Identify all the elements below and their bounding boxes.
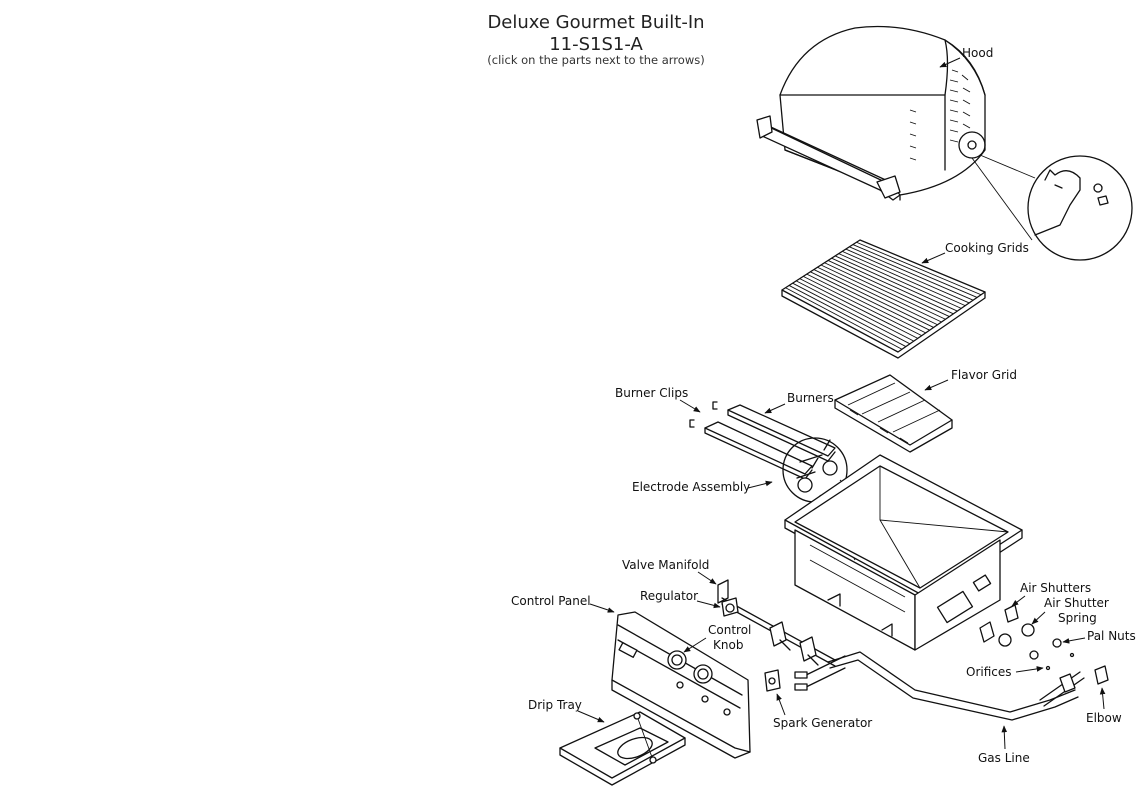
grid-bar — [820, 264, 942, 323]
cooking-grids-drawing[interactable] — [781, 239, 986, 359]
grid-bar — [852, 244, 978, 298]
control-knob-label-line-2[interactable]: Knob — [713, 638, 743, 652]
grid-bar — [827, 260, 950, 317]
grid-bar — [792, 282, 911, 345]
grid-bar — [856, 241, 982, 296]
regulator-label[interactable]: Regulator — [640, 589, 698, 603]
spark-generator-drawing[interactable] — [764, 669, 781, 692]
part-label-drip-tray[interactable]: Drip Tray — [528, 698, 605, 723]
air-shutters-drawing[interactable] — [979, 604, 1019, 643]
part-label-regulator[interactable]: Regulator — [640, 589, 721, 609]
hood-label[interactable]: Hood — [962, 46, 993, 60]
part-label-spark-generator[interactable]: Spark Generator — [773, 693, 872, 730]
control-panel-label[interactable]: Control Panel — [511, 594, 591, 608]
elbow-drawing[interactable] — [1059, 665, 1109, 693]
valve-manifold-drawing[interactable] — [717, 579, 836, 667]
diagram-title: Deluxe Gourmet Built-In 11-S1S1-A — [460, 12, 732, 56]
spark-generator-label[interactable]: Spark Generator — [773, 716, 872, 730]
part-label-flavor-grid[interactable]: Flavor Grid — [924, 368, 1017, 391]
grid-bar — [810, 271, 930, 331]
cooking-grids-label[interactable]: Cooking Grids — [945, 241, 1029, 255]
grid-bar — [842, 250, 966, 307]
hood-drawing[interactable] — [756, 25, 986, 201]
pal-nuts-drawing[interactable] — [1029, 638, 1062, 660]
air-shutter-spring-drawing[interactable] — [998, 623, 1035, 647]
grid-bar — [817, 266, 938, 326]
grid-bar — [824, 262, 946, 320]
air-shutter-spring-label-line-2[interactable]: Spring — [1058, 611, 1097, 625]
part-label-electrode-assembly[interactable]: Electrode Assembly — [632, 480, 773, 494]
elbow-label[interactable]: Elbow — [1086, 711, 1122, 725]
grid-bar — [845, 248, 970, 304]
part-label-burner-clips[interactable]: Burner Clips — [615, 386, 701, 413]
part-label-elbow[interactable]: Elbow — [1086, 687, 1122, 725]
orifices-label[interactable]: Orifices — [966, 665, 1012, 679]
valve-manifold-label[interactable]: Valve Manifold — [622, 558, 709, 572]
regulator-drawing[interactable] — [721, 597, 739, 617]
orifices-drawing[interactable] — [1045, 652, 1075, 671]
burners-drawing[interactable] — [704, 404, 838, 493]
gas-line-label[interactable]: Gas Line — [978, 751, 1030, 765]
part-label-valve-manifold[interactable]: Valve Manifold — [622, 558, 717, 585]
burner-clips-drawing[interactable] — [689, 401, 718, 428]
air-shutter-spring-label-line-1[interactable]: Air Shutter — [1044, 596, 1109, 610]
grid-bar — [831, 257, 954, 315]
part-label-hood[interactable]: Hood — [939, 46, 993, 68]
control-panel-drawing[interactable] — [611, 611, 751, 759]
air-shutters-label[interactable]: Air Shutters — [1020, 581, 1091, 595]
part-label-burners[interactable]: Burners — [764, 391, 834, 414]
hood-detail-zoom — [958, 131, 1133, 261]
part-label-pal-nuts[interactable]: Pal Nuts — [1062, 629, 1136, 644]
drip-tray-drawing[interactable] — [559, 711, 686, 786]
title-line-1: Deluxe Gourmet Built-In — [487, 12, 705, 33]
grid-bar — [806, 273, 926, 334]
grid-bar — [803, 275, 922, 337]
burner-clips-label[interactable]: Burner Clips — [615, 386, 688, 400]
grid-bar — [788, 285, 907, 347]
part-label-air-shutters[interactable]: Air Shutters — [1011, 581, 1091, 607]
part-label-control-knob[interactable]: Control Knob — [683, 623, 751, 653]
grid-bar — [799, 278, 918, 339]
diagram-subtitle: (click on the parts next to the arrows) — [487, 53, 705, 67]
control-knob-label-line-1[interactable]: Control — [708, 623, 751, 637]
grid-bar — [849, 246, 974, 301]
gas-line-drawing[interactable] — [794, 651, 1085, 721]
flavor-grid-label[interactable]: Flavor Grid — [951, 368, 1017, 382]
electrode-assembly-label[interactable]: Electrode Assembly — [632, 480, 750, 494]
part-label-air-shutter-spring[interactable]: Air Shutter Spring — [1031, 596, 1109, 625]
grid-bar — [785, 287, 903, 350]
grid-bar — [834, 255, 958, 312]
title-line-2: 11-S1S1-A — [549, 34, 643, 55]
part-label-gas-line[interactable]: Gas Line — [978, 725, 1030, 765]
flavor-grid-drawing[interactable] — [834, 374, 953, 453]
burners-label[interactable]: Burners — [787, 391, 834, 405]
drip-tray-label[interactable]: Drip Tray — [528, 698, 582, 712]
grid-bar — [795, 280, 915, 342]
part-label-orifices[interactable]: Orifices — [966, 665, 1044, 679]
firebox-drawing[interactable] — [784, 454, 1023, 651]
pal-nuts-label[interactable]: Pal Nuts — [1087, 629, 1136, 643]
part-label-cooking-grids[interactable]: Cooking Grids — [921, 241, 1029, 264]
grid-bar — [838, 253, 962, 309]
grid-bar — [813, 269, 934, 328]
part-label-control-panel[interactable]: Control Panel — [511, 594, 615, 613]
